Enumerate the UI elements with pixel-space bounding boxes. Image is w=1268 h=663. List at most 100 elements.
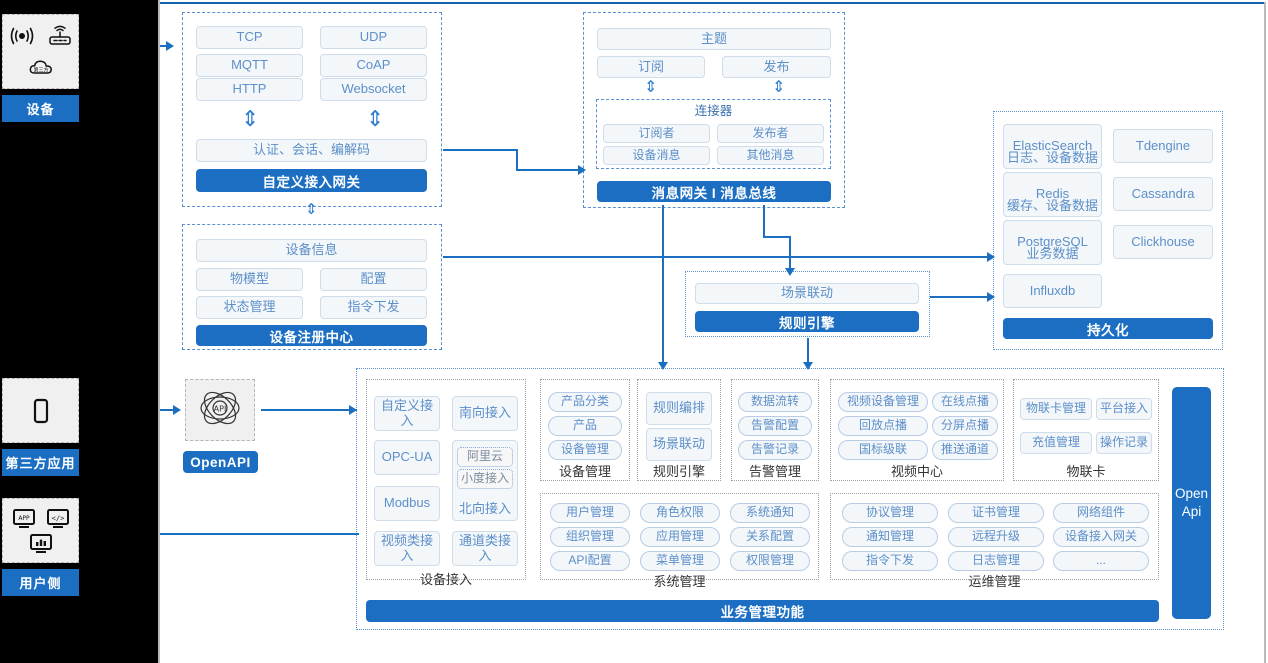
chip-redis[interactable]: Redis [1003, 172, 1102, 217]
chip-cert-mgmt[interactable]: 证书管理 [948, 503, 1044, 523]
chip-xiaodu-access[interactable]: 小度接入 [457, 469, 513, 489]
chip-org-mgmt[interactable]: 组织管理 [550, 527, 630, 547]
chip-tcp[interactable]: TCP [196, 26, 303, 49]
chip-recharge-mgmt[interactable]: 充值管理 [1020, 432, 1092, 454]
mobile-phone-icon [30, 395, 52, 427]
chip-alarm-record[interactable]: 告警记录 [738, 440, 812, 460]
chip-postgresql[interactable]: PostgreSQL [1003, 220, 1102, 265]
connector-bus-persist-v2 [789, 236, 791, 270]
chip-video-device-mgmt[interactable]: 视频设备管理 [838, 392, 928, 412]
chip-playback[interactable]: 回放点播 [838, 416, 928, 436]
chip-thing-model[interactable]: 物模型 [196, 268, 303, 291]
chip-command-dispatch[interactable]: 指令下发 [320, 296, 427, 319]
chip-operation-log[interactable]: 操作记录 [1096, 432, 1152, 454]
chip-menu-mgmt[interactable]: 菜单管理 [640, 551, 720, 571]
chip-channel-access[interactable]: 通道类接入 [452, 531, 518, 566]
svg-text:API: API [214, 404, 227, 413]
actor-device[interactable]: 第三方 设备 [2, 14, 79, 122]
business-bar[interactable]: 业务管理功能 [366, 600, 1159, 622]
chip-scene-linkage-biz[interactable]: 场景联动 [646, 428, 712, 461]
chip-device-mgmt[interactable]: 设备管理 [548, 440, 622, 460]
chip-southbound-access[interactable]: 南向接入 [452, 396, 518, 431]
chip-alarm-config[interactable]: 告警配置 [738, 416, 812, 436]
openapi-label[interactable]: OpenAPI [183, 451, 258, 473]
updown-subscribe-icon: ⇕ [644, 79, 658, 96]
arrowhead-bus-business [658, 362, 668, 370]
group-rule-engine [637, 379, 721, 481]
top-accent-line [160, 2, 1264, 4]
chip-publish[interactable]: 发布 [722, 56, 831, 78]
chip-relation-config[interactable]: 关系配置 [730, 527, 810, 547]
actor-third-party-label: 第三方应用 [2, 449, 79, 476]
group-video-center [830, 379, 1004, 481]
chip-state-management[interactable]: 状态管理 [196, 296, 303, 319]
chip-app-mgmt[interactable]: 应用管理 [640, 527, 720, 547]
arrowhead-rule-persistence [987, 292, 995, 302]
chip-api-config[interactable]: API配置 [550, 551, 630, 571]
persistence-bar[interactable]: 持久化 [1003, 318, 1213, 339]
chip-coap[interactable]: CoAP [320, 54, 427, 77]
chip-elasticsearch[interactable]: ElasticSearch [1003, 124, 1102, 169]
chip-elasticsearch-sub: 日志、设备数据 [1006, 150, 1098, 166]
chip-influxdb[interactable]: Influxdb [1003, 274, 1102, 308]
chip-gb-cascade[interactable]: 国标级联 [838, 440, 928, 460]
chip-publisher[interactable]: 发布者 [717, 124, 824, 143]
chip-mqtt[interactable]: MQTT [196, 54, 303, 77]
chip-subscribe[interactable]: 订阅 [597, 56, 705, 78]
connector-title: 连接器 [694, 104, 733, 118]
chip-custom-access[interactable]: 自定义接入 [374, 396, 440, 431]
chip-aliyun[interactable]: 阿里云 [457, 447, 513, 467]
chip-config[interactable]: 配置 [320, 268, 427, 291]
connector-rule-to-persistence [930, 296, 989, 298]
chip-command-dispatch-ops[interactable]: 指令下发 [842, 551, 938, 571]
chip-opc-ua[interactable]: OPC-UA [374, 440, 440, 475]
rule-engine-bar[interactable]: 规则引擎 [695, 311, 919, 332]
chip-tdengine[interactable]: Tdengine [1113, 129, 1213, 163]
openapi-side-bar[interactable]: Open Api [1172, 387, 1211, 619]
group-iot-card [1013, 379, 1159, 481]
chip-notice-mgmt[interactable]: 通知管理 [842, 527, 938, 547]
chip-system-notice[interactable]: 系统通知 [730, 503, 810, 523]
updown-protocol-codec-left-icon: ⇕ [241, 106, 260, 131]
chip-auth-session-codec[interactable]: 认证、会话、编解码 [196, 139, 427, 162]
chip-device-info[interactable]: 设备信息 [196, 239, 427, 262]
chip-network-component[interactable]: 网络组件 [1053, 503, 1149, 523]
chip-product-category[interactable]: 产品分类 [548, 392, 622, 412]
arrowhead-bus-rule [785, 268, 795, 276]
chip-other-message[interactable]: 其他消息 [717, 146, 824, 165]
chip-iot-card-mgmt[interactable]: 物联卡管理 [1020, 398, 1092, 420]
chip-user-mgmt[interactable]: 用户管理 [550, 503, 630, 523]
chip-subscriber[interactable]: 订阅者 [603, 124, 710, 143]
chip-websocket[interactable]: Websocket [320, 78, 427, 101]
message-bus-bar[interactable]: 消息网关 I 消息总线 [597, 181, 831, 202]
actor-user-side[interactable]: APP </> 用户侧 [2, 498, 79, 596]
group-ops-management [830, 493, 1159, 580]
chip-product[interactable]: 产品 [548, 416, 622, 436]
chip-platform-access[interactable]: 平台接入 [1096, 398, 1152, 420]
chip-udp[interactable]: UDP [320, 26, 427, 49]
chip-data-flow[interactable]: 数据流转 [738, 392, 812, 412]
chip-push-channel[interactable]: 推送通道 [932, 440, 998, 460]
chip-clickhouse[interactable]: Clickhouse [1113, 225, 1213, 259]
chip-protocol-mgmt[interactable]: 协议管理 [842, 503, 938, 523]
chip-log-mgmt[interactable]: 日志管理 [948, 551, 1044, 571]
chip-online-play[interactable]: 在线点播 [932, 392, 998, 412]
gateway-bar[interactable]: 自定义接入网关 [196, 169, 427, 192]
actor-third-party-app[interactable]: 第三方应用 [2, 378, 79, 476]
chip-rule-orchestration[interactable]: 规则编排 [646, 392, 712, 425]
chip-modbus[interactable]: Modbus [374, 486, 440, 521]
chip-more[interactable]: ... [1053, 551, 1149, 571]
registry-bar[interactable]: 设备注册中心 [196, 325, 427, 346]
chip-device-access-gateway[interactable]: 设备接入网关 [1053, 527, 1149, 547]
chip-scene-linkage[interactable]: 场景联动 [695, 283, 919, 304]
chip-topic[interactable]: 主题 [597, 28, 831, 50]
chip-permission-mgmt[interactable]: 权限管理 [730, 551, 810, 571]
chip-http[interactable]: HTTP [196, 78, 303, 101]
chip-remote-upgrade[interactable]: 远程升级 [948, 527, 1044, 547]
connector-registry-to-persistence [443, 256, 989, 258]
chip-video-access[interactable]: 视频类接入 [374, 531, 440, 566]
chip-device-message[interactable]: 设备消息 [603, 146, 710, 165]
chip-role-permission[interactable]: 角色权限 [640, 503, 720, 523]
chip-cassandra[interactable]: Cassandra [1113, 177, 1213, 211]
chip-split-screen-play[interactable]: 分屏点播 [932, 416, 998, 436]
